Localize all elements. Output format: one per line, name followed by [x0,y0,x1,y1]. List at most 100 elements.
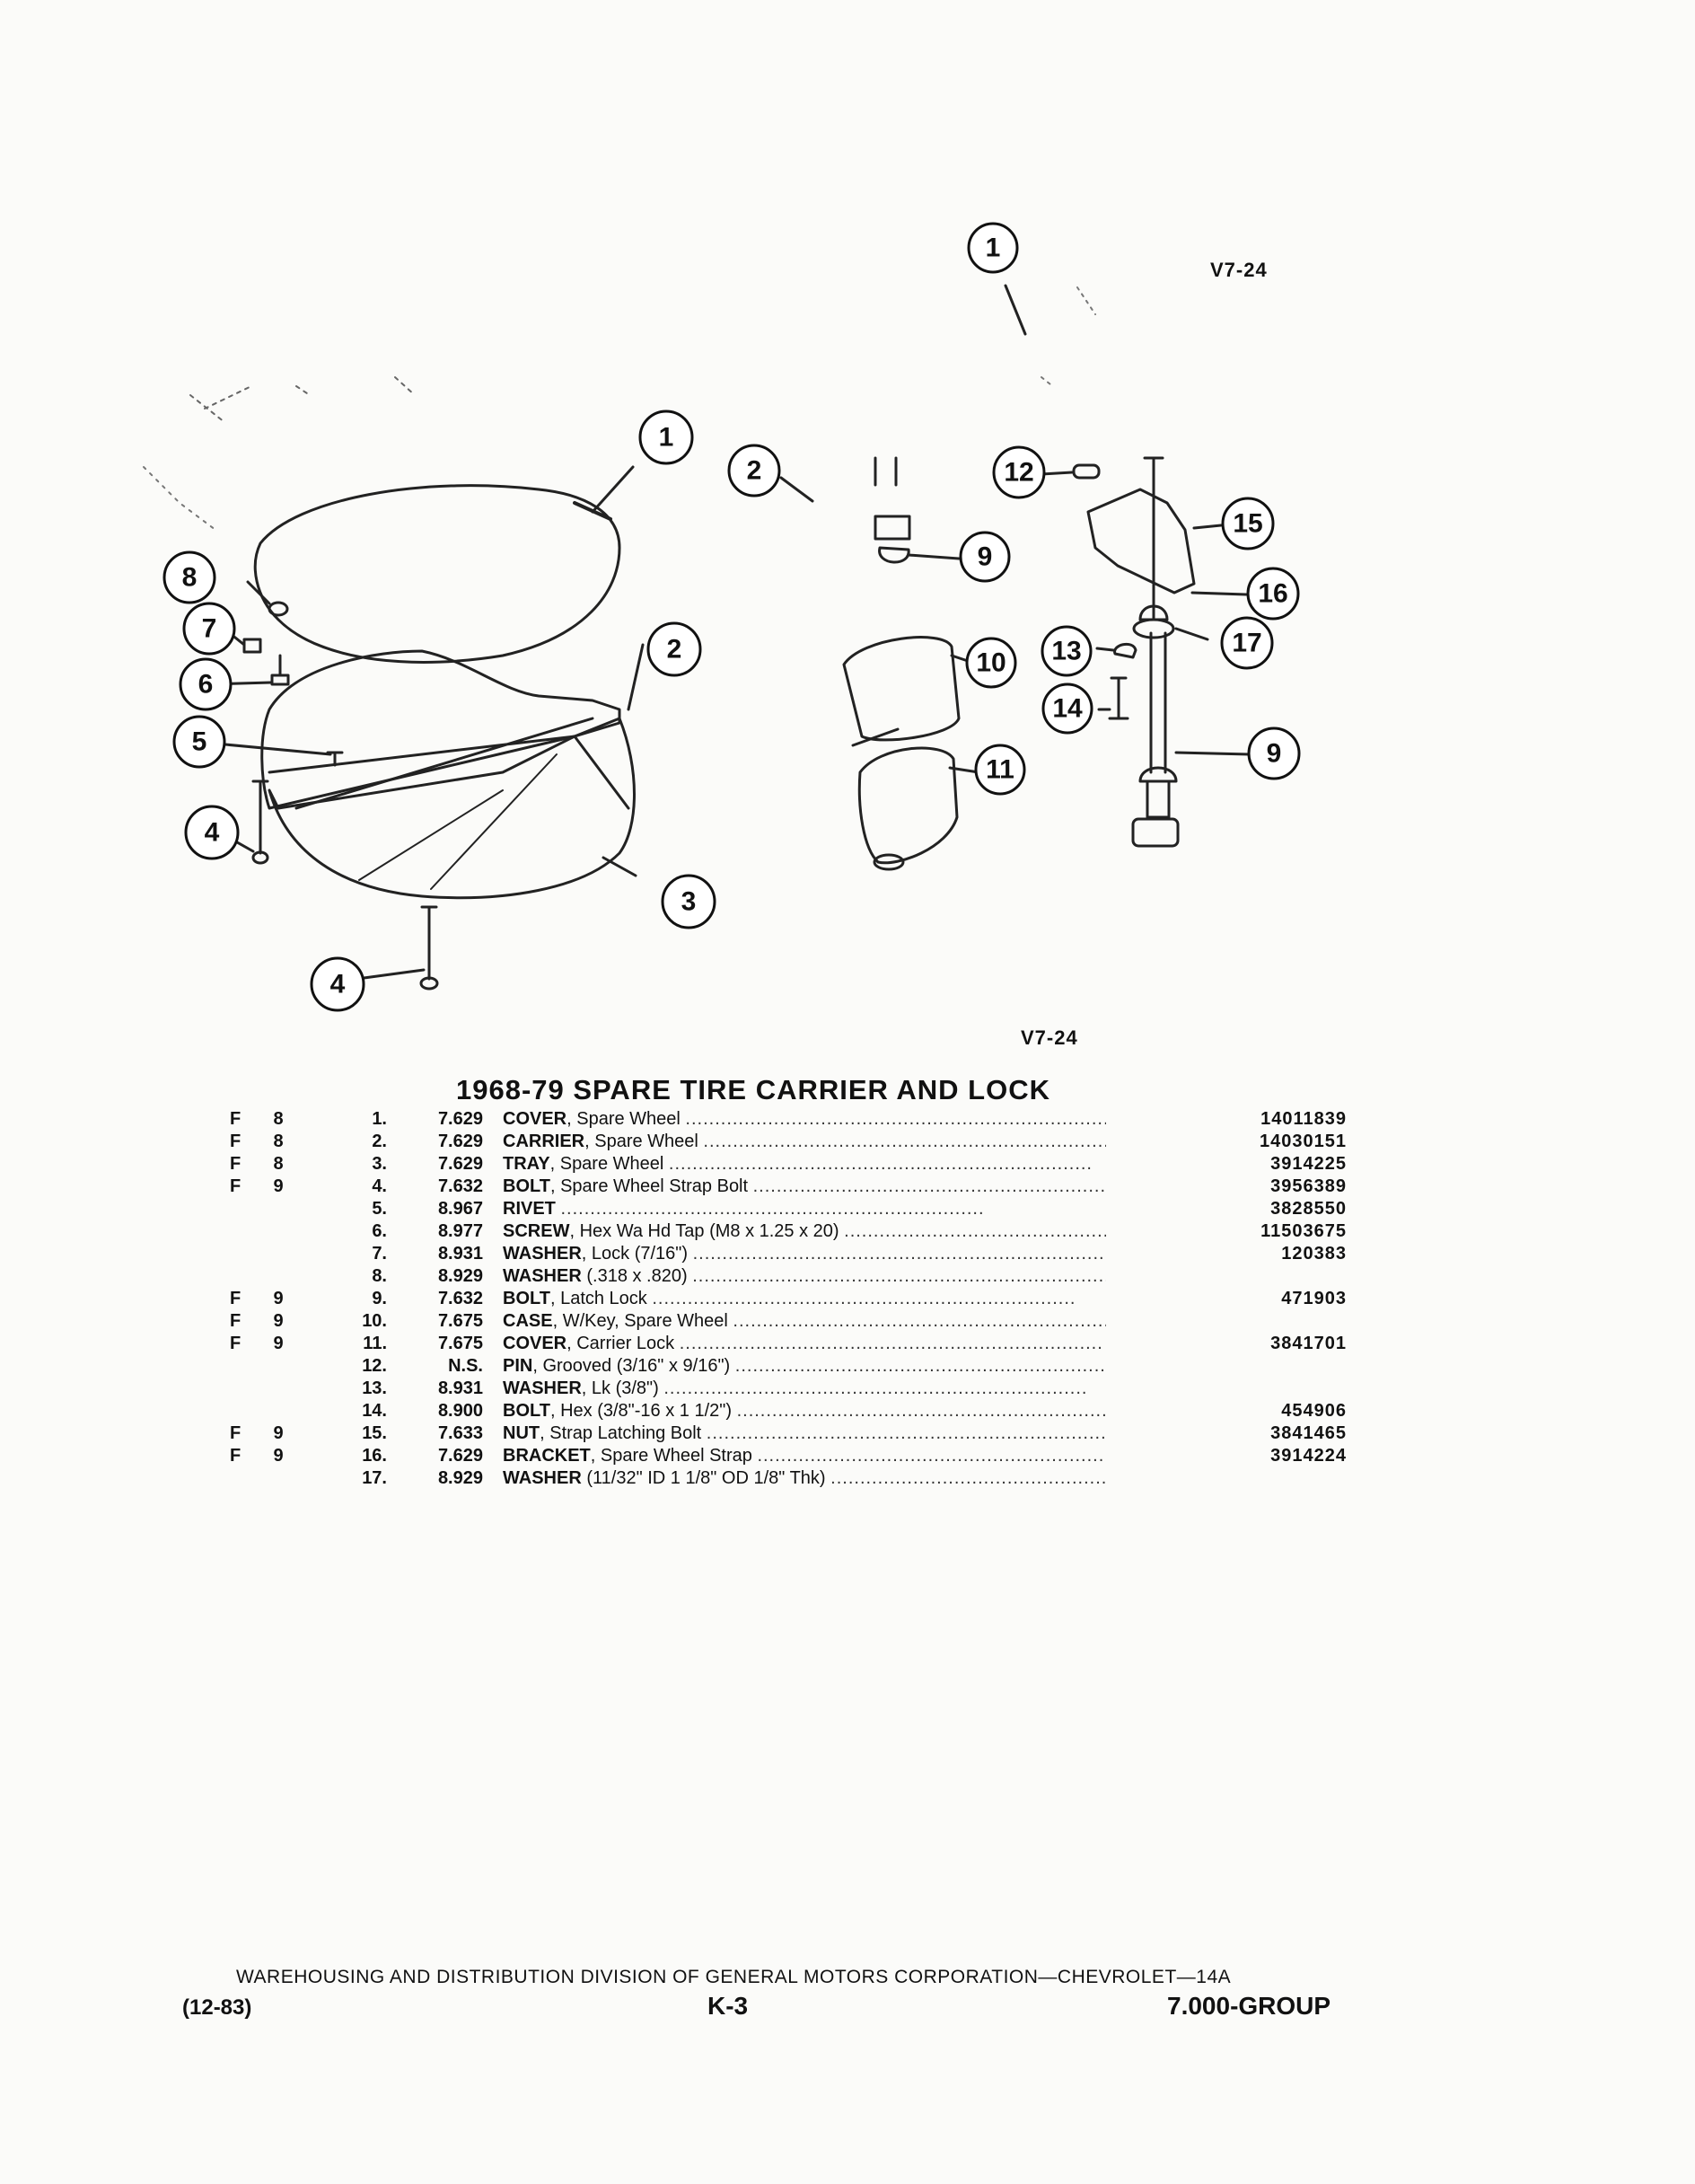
parts-row-part-number: 3956389 [1270,1176,1347,1196]
parts-row-flag: F [230,1423,242,1443]
leader-dots: ........................................… [560,1199,985,1219]
parts-row-part-number: 11503675 [1260,1221,1347,1241]
parts-row-detail: (.318 x .820) [581,1266,688,1286]
parts-row-code: N.S. [448,1356,483,1376]
parts-row-name: WASHER [503,1468,582,1488]
parts-row-name: NUT [503,1423,540,1443]
callout-label: 4 [330,970,346,1000]
leader-dots: ........................................… [752,1176,1106,1196]
parts-row-part-number: 471903 [1281,1289,1347,1308]
parts-row-number: 10. [362,1311,387,1331]
parts-row-code: 7.632 [437,1289,483,1308]
callout-label: 10 [976,648,1006,678]
parts-row-flag: F [230,1311,242,1331]
parts-row-detail: , Spare Wheel [584,1132,698,1151]
parts-row-code: 7.629 [437,1446,483,1466]
parts-row-number: 1. [372,1109,387,1129]
parts-row-name: SCREW [503,1221,570,1241]
footer-group: 7.000-GROUP [1167,1992,1331,2020]
parts-row-group: 8 [273,1132,284,1151]
parts-row-name: BOLT [503,1401,550,1421]
parts-row-description: TRAY, Spare Wheel ......................… [503,1152,1106,1176]
leader-dots: ........................................… [692,1266,1106,1286]
parts-row-name: COVER [503,1334,567,1353]
parts-row-number: 17. [362,1468,387,1488]
callout-label: 6 [198,670,214,700]
callout-label: 5 [192,727,207,757]
parts-row-flag: F [230,1289,242,1308]
parts-row-flag: F [230,1132,242,1151]
carrier-outline [260,649,621,810]
callout-label: 8 [182,563,198,593]
leader-dots: ........................................… [663,1378,1088,1398]
cover-outline [253,484,621,664]
parts-row-part-number: 3841465 [1270,1423,1347,1443]
parts-row-detail: , Lk (3/8") [581,1378,659,1398]
leader-dots: ........................................… [706,1423,1106,1443]
parts-row-detail: , Spare Wheel [549,1154,664,1174]
parts-row-flag: F [230,1154,242,1174]
parts-row-flag: F [230,1334,242,1353]
leader-dots: ........................................… [734,1356,1106,1376]
parts-row-description: BOLT, Latch Lock .......................… [503,1287,1106,1310]
footer-division-line: WAREHOUSING AND DISTRIBUTION DIVISION OF… [236,1967,1232,1987]
parts-row-name: BRACKET [503,1446,591,1466]
parts-row-code: 8.931 [437,1378,483,1398]
parts-row-description: COVER, Carrier Lock ....................… [503,1332,1106,1355]
figure-id-bottom: V7-24 [1021,1026,1078,1049]
leader-dots: ........................................… [652,1289,1076,1308]
parts-row-name: WASHER [503,1266,582,1286]
parts-row-number: 5. [372,1199,387,1219]
parts-row-group: 9 [273,1289,284,1308]
parts-row-description: WASHER, Lk (3/8") ......................… [503,1377,1106,1400]
parts-row-detail: (11/32" ID 1 1/8" OD 1/8" Thk) [581,1468,826,1488]
callout-label: 11 [986,755,1014,785]
parts-row-description: COVER, Spare Wheel .....................… [503,1107,1106,1131]
parts-row-number: 8. [372,1266,387,1286]
parts-row-group: 8 [273,1109,284,1129]
parts-row-description: CARRIER, Spare Wheel ...................… [503,1130,1106,1153]
parts-row-number: 2. [372,1132,387,1151]
parts-row-part-number: 120383 [1281,1244,1347,1264]
parts-row-number: 14. [362,1401,387,1421]
parts-row-part-number: 14011839 [1260,1109,1347,1129]
parts-row-detail: , Spare Wheel Strap Bolt [549,1176,749,1196]
parts-row-detail: , Hex Wa Hd Tap (M8 x 1.25 x 20) [569,1221,839,1241]
parts-row-group: 9 [273,1334,284,1353]
parts-row-number: 4. [372,1176,387,1196]
parts-row-code: 7.629 [437,1109,483,1129]
callout-label: 17 [1232,629,1261,658]
leader-dots: ........................................… [733,1311,1106,1331]
parts-row-name: RIVET [503,1199,556,1219]
parts-row-name: CARRIER [503,1132,585,1151]
parts-row-description: NUT, Strap Latching Bolt ...............… [503,1422,1106,1445]
bracket-outline [1086,488,1196,594]
parts-row-detail: , Grooved (3/16" x 9/16") [532,1356,731,1376]
parts-row-code: 7.632 [437,1176,483,1196]
parts-row-number: 12. [362,1356,387,1376]
lock-cover-outline [857,746,959,865]
parts-row-description: BOLT, Spare Wheel Strap Bolt ...........… [503,1175,1106,1198]
parts-row-group: 9 [273,1446,284,1466]
lock-case-outline [842,636,961,742]
callout-label: 13 [1051,637,1081,666]
figure-id-top: V7-24 [1210,259,1268,281]
parts-row-name: CASE [503,1311,553,1331]
leader-dots: ........................................… [830,1468,1106,1488]
parts-row-number: 15. [362,1423,387,1443]
footer-date: (12-83) [182,1995,252,2020]
leader-dots: ........................................… [703,1132,1106,1151]
callout-label: 2 [667,635,682,665]
parts-row-part-number: 3828550 [1270,1199,1347,1219]
parts-row-detail: , Carrier Lock [566,1334,675,1353]
parts-row-code: 8.931 [437,1244,483,1264]
parts-row-group: 8 [273,1154,284,1174]
parts-row-part-number: 14030151 [1260,1132,1347,1151]
parts-row-flag: F [230,1446,242,1466]
callout-label: 4 [205,818,220,848]
parts-row-description: CASE, W/Key, Spare Wheel ...............… [503,1309,1106,1333]
parts-row-description: WASHER (.318 x .820) ...................… [503,1264,1106,1288]
parts-row-group: 9 [273,1311,284,1331]
